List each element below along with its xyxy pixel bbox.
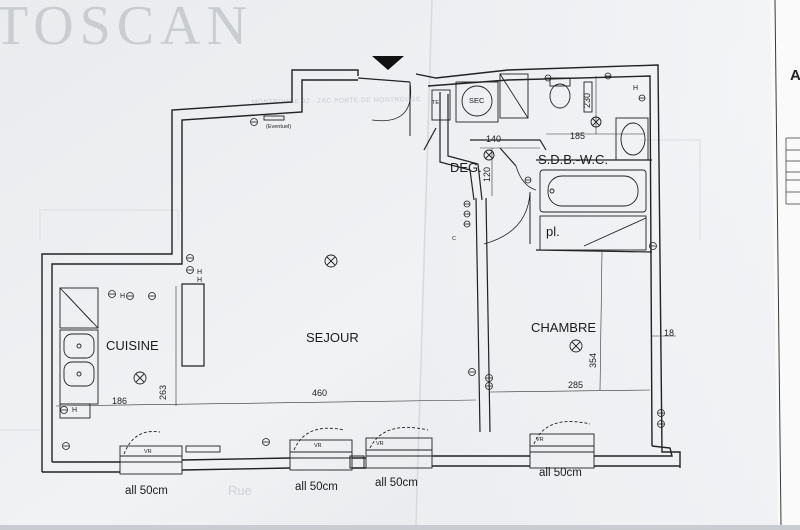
dim-right-wall: 18 — [664, 328, 674, 338]
outlet-icon — [186, 266, 194, 274]
bathtub-icon — [539, 169, 647, 213]
dryer-label: SEC — [469, 96, 485, 105]
switch-markers: H H H H H — [72, 85, 638, 414]
outlet-icon — [262, 438, 270, 446]
outlet-icon — [649, 242, 657, 250]
window-kitchen — [119, 431, 183, 475]
dim-sdb-width: 185 — [570, 131, 585, 141]
outlet-icon — [60, 406, 68, 414]
outlet-icon — [604, 72, 612, 80]
ceiling-light-icon — [590, 116, 602, 128]
outlet-icon — [463, 210, 471, 218]
dim-sdb-depth: 230 — [582, 93, 592, 108]
outlet-icon — [485, 374, 493, 382]
window-sejour-right — [365, 426, 433, 469]
window-allowance-labels: all 50cm all 50cm all 50cm all 50cm — [125, 467, 582, 497]
outlet-icon — [186, 254, 194, 262]
outlet-icon — [463, 200, 471, 208]
window-label-sejour-right: all 50cm — [375, 477, 418, 489]
vr-labels: VR VR VR VR — [144, 437, 544, 455]
ceiling-light-icon — [324, 254, 338, 268]
outlet-icon — [544, 74, 552, 82]
room-label-deg: DEG. — [450, 160, 482, 175]
svg-text:H: H — [633, 85, 638, 92]
apartment-walls — [41, 64, 681, 473]
optional-radiator-icon — [263, 115, 285, 121]
toilet-icon — [549, 83, 571, 109]
te-label: TE — [432, 100, 439, 106]
cooktop-icon — [59, 287, 99, 329]
svg-text:H: H — [72, 407, 77, 414]
dryer-icon — [461, 85, 493, 117]
sink-icon — [620, 122, 646, 156]
dim-cuisine-depth: 263 — [158, 385, 168, 400]
window-label-kitchen: all 50cm — [125, 485, 168, 497]
radiator-icon — [185, 445, 221, 453]
outlet-icon — [126, 292, 134, 300]
doors — [357, 77, 537, 245]
dim-chambre-width: 285 — [568, 380, 583, 390]
dimension-values: 460 285 354 186 263 140 120 185 230 18 — [112, 93, 674, 406]
faint-street-text: Rue — [228, 483, 252, 498]
paper-fold-right — [415, 0, 800, 525]
vr-label-chambre: VR — [536, 437, 544, 443]
outlet-icon — [524, 176, 532, 184]
windows — [119, 421, 595, 475]
dim-deg-depth: 120 — [482, 167, 492, 182]
outlet-icon — [468, 368, 476, 376]
vr-label-kitchen: VR — [144, 449, 152, 455]
bathroom-fixtures — [431, 73, 649, 251]
watermark-title: TOSCAN — [0, 0, 253, 57]
svg-text:H: H — [120, 293, 125, 300]
ceiling-light-icon — [133, 371, 147, 385]
paper-fold — [415, 0, 433, 526]
svg-text:H: H — [197, 269, 202, 276]
ceiling-lights — [133, 116, 602, 385]
dim-chambre-depth: 354 — [588, 353, 598, 368]
kitchen-fixtures — [59, 115, 285, 453]
window-label-sejour-left: all 50cm — [295, 481, 338, 493]
room-label-sejour: SEJOUR — [306, 330, 359, 345]
electrical-outlets — [60, 72, 665, 450]
interior-partitions — [181, 92, 653, 433]
dim-deg-width: 140 — [486, 134, 501, 144]
window-label-chambre: all 50cm — [539, 467, 582, 479]
window-sejour-left — [289, 427, 353, 471]
outlet-icon — [485, 382, 493, 390]
faint-background-drawing — [0, 139, 701, 431]
outlet-icon — [638, 94, 646, 102]
vr-label-sejour-right: VR — [376, 441, 384, 447]
room-label-cuisine: CUISINE — [106, 338, 159, 353]
window-chambre — [529, 421, 595, 469]
title-block-edge — [774, 0, 782, 526]
dimension-lines — [55, 76, 676, 407]
title-block-table — [785, 137, 800, 205]
outlet-icon — [250, 118, 258, 126]
watermark-subtitle: MONTROUGE 92 - ZAC PORTE DE MONTROUGE — [252, 96, 421, 106]
title-block-letter: A — [790, 67, 800, 84]
c-label: C — [452, 236, 456, 242]
paper-edge — [770, 0, 800, 525]
outlet-icon — [108, 290, 116, 298]
dim-sejour-width: 460 — [312, 388, 327, 398]
outlet-icon — [657, 420, 665, 428]
placard-label: pl. — [546, 224, 560, 239]
room-label-chambre: CHAMBRE — [531, 320, 596, 335]
vr-label-sejour-left: VR — [314, 443, 322, 449]
outlet-icon — [148, 292, 156, 300]
outlet-icon — [463, 220, 471, 228]
svg-text:H: H — [197, 277, 202, 284]
ceiling-light-icon — [483, 149, 495, 161]
dim-cuisine-width: 186 — [112, 396, 127, 406]
outlet-icon — [657, 409, 665, 417]
room-label-sdb: S.D.B.-W.C. — [538, 152, 608, 167]
ceiling-light-icon — [569, 339, 583, 353]
entrance-arrow — [372, 56, 404, 70]
outlet-icon — [62, 442, 70, 450]
optional-label: (Eventuel) — [266, 124, 291, 130]
